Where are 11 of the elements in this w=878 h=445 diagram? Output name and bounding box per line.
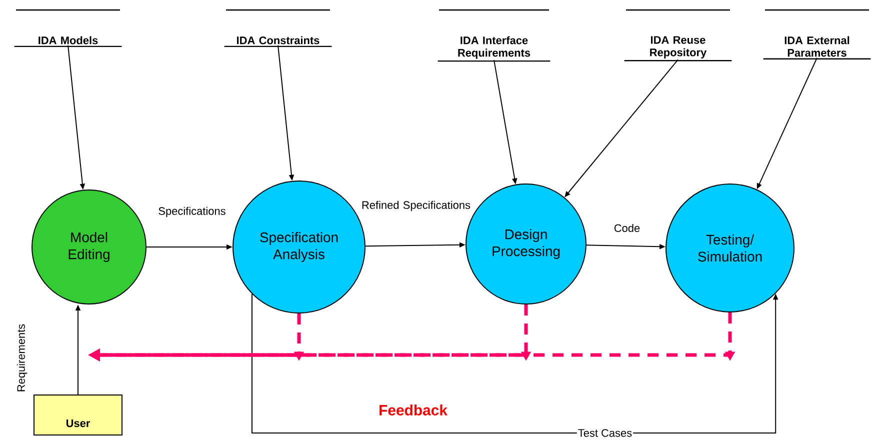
- data-store: IDA Models: [14, 9, 122, 48]
- data-store: IDA Interface Requirements: [438, 9, 550, 62]
- edge-label: Requirements: [16, 322, 28, 394]
- edge-label: Specifications: [157, 206, 227, 218]
- data-store: IDA External Parameters: [763, 9, 871, 60]
- data-store: IDA Constraints: [224, 9, 332, 48]
- edge-label: Code: [612, 222, 642, 234]
- edge-label: Test Cases: [576, 428, 634, 438]
- feedback-label: Feedback: [380, 404, 448, 416]
- entity-box: User: [34, 394, 122, 436]
- data-store: IDA Reuse Repository: [624, 9, 732, 62]
